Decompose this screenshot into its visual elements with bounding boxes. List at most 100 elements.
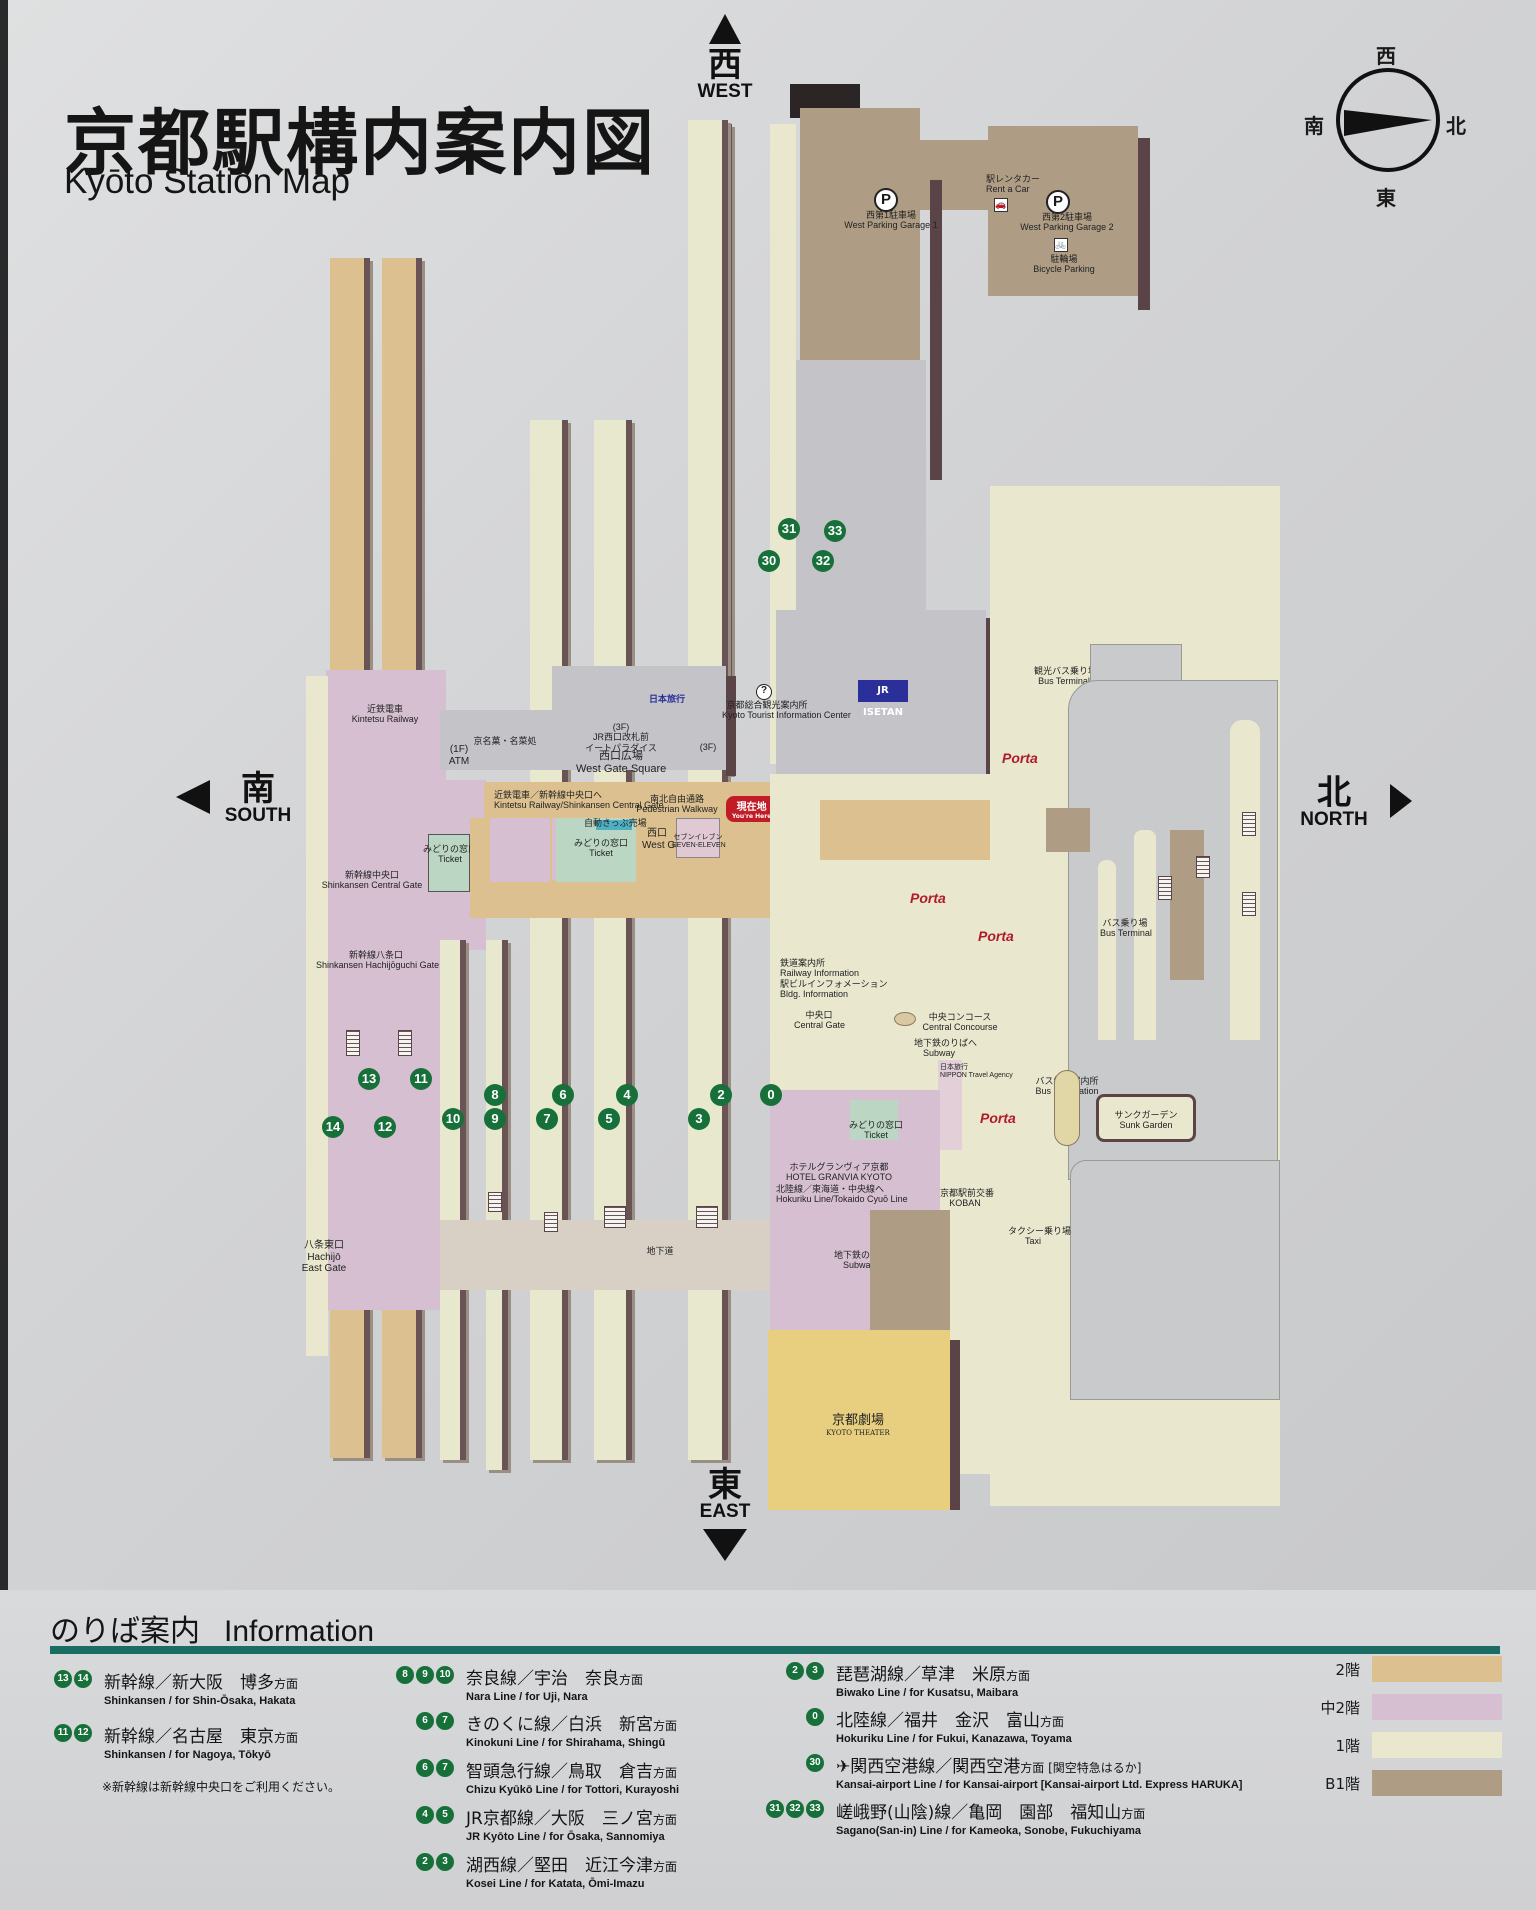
stairs-icon: [346, 1030, 360, 1056]
parking-icon: P: [1046, 190, 1070, 214]
stairs-icon: [488, 1192, 502, 1212]
platform-badge-5: 5: [598, 1108, 620, 1130]
platform-badge-7: 7: [536, 1108, 558, 1130]
west-gate-building: [552, 666, 726, 716]
sunk-garden: [1096, 1094, 1196, 1142]
stairs-icon: [604, 1206, 626, 1228]
porta-sign: Porta: [1002, 750, 1038, 766]
platform-badge-9: 9: [484, 1108, 506, 1130]
platform-badge-8: 8: [484, 1084, 506, 1106]
platform-badge-31: 31: [778, 518, 800, 540]
platform-badge-30: 30: [758, 550, 780, 572]
arrow-right-icon: [1390, 784, 1412, 818]
stairs-icon: [1196, 856, 1210, 878]
wall: [930, 180, 942, 480]
stairs-icon: [696, 1206, 718, 1228]
info-note: ※新幹線は新幹線中央口をご利用ください。: [102, 1780, 341, 1794]
platform-badge-11: 11: [410, 1068, 432, 1090]
arrow-down-icon: [703, 1528, 747, 1561]
parking-icon: P: [874, 188, 898, 212]
mezzanine: [490, 818, 550, 882]
midori-ticket-office-central[interactable]: [850, 1100, 898, 1140]
platform-badge-33: 33: [824, 520, 846, 542]
info-entry: 30 ✈関西空港線／関西空港方面 [関空特急はるか]Kansai-airport…: [806, 1752, 1242, 1791]
platform-badge-4: 4: [616, 1084, 638, 1106]
bus-island-b1: [1170, 830, 1204, 980]
platform-badge-6: 6: [552, 1084, 574, 1106]
bus-island: [1230, 720, 1260, 1040]
concourse-marker: [894, 1012, 916, 1026]
bus-island: [1134, 830, 1156, 1040]
platform-badge-13: 13: [358, 1068, 380, 1090]
basement-area: [870, 1210, 950, 1330]
legend-2f: 2階: [1280, 1656, 1502, 1682]
upper-walkway: [820, 800, 990, 860]
ticket-machine-area[interactable]: [596, 820, 632, 830]
platform-4-5: [594, 420, 632, 1460]
stairs-icon: [1158, 876, 1172, 900]
stairs-icon: [1242, 892, 1256, 916]
page-title-en: Kyōto Station Map: [64, 162, 350, 201]
divider: [50, 1646, 1500, 1654]
mezzanine-shinkansen: [326, 670, 446, 1310]
arrow-up-icon: [709, 14, 741, 44]
compass-ring-icon: [1336, 68, 1440, 172]
isetan-logo: JR ISETAN: [858, 680, 908, 718]
platform-6-7: [530, 420, 568, 1460]
platform-10-11: [440, 940, 466, 1460]
info-icon: ?: [756, 684, 772, 700]
stairs-icon: [398, 1030, 412, 1056]
platform-badge-14: 14: [322, 1116, 344, 1138]
midori-ticket-office-south[interactable]: [428, 834, 470, 892]
bus-info-booth[interactable]: [1054, 1070, 1080, 1146]
platform-badge-3: 3: [688, 1108, 710, 1130]
porta-sign: Porta: [910, 890, 946, 906]
legend-1f: 1階: [1280, 1732, 1502, 1758]
taxi-roads: [1070, 1160, 1280, 1400]
porta-sign: Porta: [978, 928, 1014, 944]
stairs-icon: [544, 1212, 558, 1232]
isetan-upper: [796, 360, 926, 610]
platform-badge-32: 32: [812, 550, 834, 572]
direction-east: 東 EAST: [690, 1468, 760, 1561]
arrow-left-icon: [176, 780, 210, 814]
wall: [726, 676, 736, 776]
legend-b1f: B1階: [1280, 1770, 1502, 1796]
porta-sign: Porta: [980, 1110, 1016, 1126]
wall: [1138, 138, 1150, 310]
west-gate-square: [440, 710, 726, 770]
legend-m2f: 中2階: [1280, 1694, 1502, 1720]
platform-badge-12: 12: [374, 1116, 396, 1138]
car-rental-icon: 🚗: [994, 198, 1008, 212]
direction-west: 西 WEST: [690, 14, 760, 103]
direction-north: 北 NORTH: [1300, 773, 1368, 830]
corridor: [306, 676, 328, 1356]
platform-badge-10: 10: [442, 1108, 464, 1130]
underpass: [440, 1220, 770, 1290]
plaza-b1: [1046, 808, 1090, 852]
seven-eleven-west[interactable]: [676, 818, 720, 858]
stairs-icon: [1242, 812, 1256, 836]
kyoto-theater: [768, 1330, 950, 1510]
page-title-jp: 京都駅構内案内図: [64, 101, 657, 185]
bus-island: [1098, 860, 1116, 1040]
wall: [950, 1340, 960, 1510]
frame-edge: [0, 0, 8, 1910]
bicycle-icon: 🚲: [1054, 238, 1068, 252]
platform-badge-2: 2: [710, 1084, 732, 1106]
direction-south: 南 SOUTH: [224, 769, 292, 826]
platform-badge-0: 0: [760, 1084, 782, 1106]
